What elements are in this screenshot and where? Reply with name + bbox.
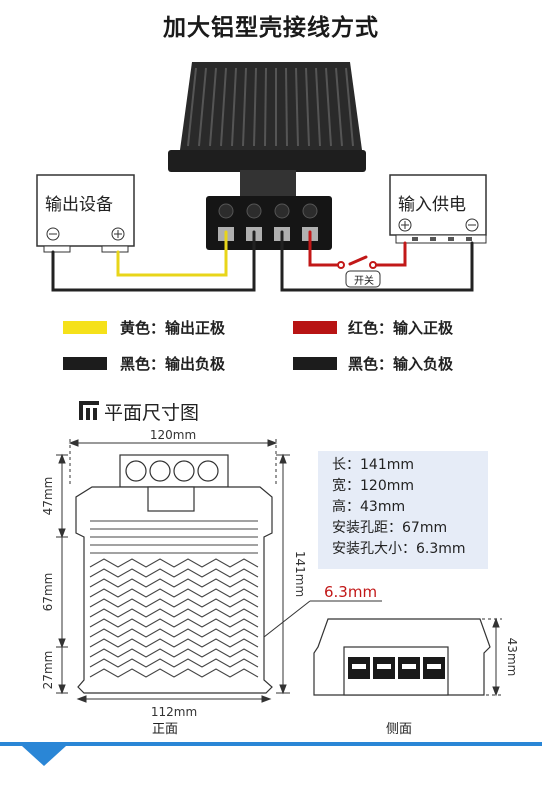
legend-swatch-black-output (63, 357, 107, 370)
output-device-label: 输出设备 (45, 195, 113, 215)
dimension-drawing: 120mm 112mm 141mm 47mm 67mm 27mm 6.3mm 4… (41, 428, 519, 719)
front-view-label: 正面 (152, 722, 179, 737)
input-supply-label: 输入供电 (398, 195, 466, 215)
front-view-fins (90, 520, 258, 554)
page-title: 加大铝型壳接线方式 (163, 15, 379, 41)
legend-input-positive: 红色：输入正极 (348, 319, 454, 337)
spec-length: 长：141mm (332, 457, 414, 473)
dim-upper: 47mm (41, 477, 55, 516)
front-view (75, 454, 273, 694)
spec-box: 长：141mm 宽：120mm 高：43mm 安装孔距：67mm 安装孔大小：6… (318, 451, 488, 569)
spec-height: 高：43mm (332, 499, 406, 515)
chevron-down-icon (22, 746, 66, 766)
dim-middle: 67mm (41, 573, 55, 612)
legend-output-positive: 黄色：输出正极 (120, 319, 226, 337)
dim-height: 141mm (293, 551, 307, 597)
wiring-diagram (36, 62, 487, 292)
bottom-accent-bar (0, 742, 542, 746)
plan-title: 平面尺寸图 (104, 402, 200, 424)
legend-swatch-red (293, 321, 337, 334)
legend-swatch-yellow (63, 321, 107, 334)
legend-swatch-black-input (293, 357, 337, 370)
dim-top-width: 120mm (150, 428, 196, 442)
side-view-terminals (348, 657, 445, 679)
input-supply-box (389, 174, 487, 244)
output-device-box (36, 174, 135, 253)
dim-bottom-width: 112mm (151, 705, 197, 719)
converter-image (168, 62, 366, 250)
spec-hole-distance: 安装孔距：67mm (332, 520, 448, 536)
dim-side-height: 43mm (505, 638, 519, 677)
ruler-icon (79, 401, 99, 420)
front-view-waves (89, 558, 259, 678)
side-view-label: 侧面 (386, 722, 413, 737)
dim-lower: 27mm (41, 651, 55, 690)
legend-input-negative: 黑色：输入负极 (348, 355, 454, 373)
spec-width: 宽：120mm (332, 478, 414, 494)
switch-tag (345, 270, 381, 288)
spec-hole-size: 安装孔大小：6.3mm (332, 541, 466, 557)
dim-hole: 6.3mm (324, 583, 377, 601)
switch-label: 开关 (354, 276, 374, 287)
legend-output-negative: 黑色：输出负极 (120, 355, 226, 373)
